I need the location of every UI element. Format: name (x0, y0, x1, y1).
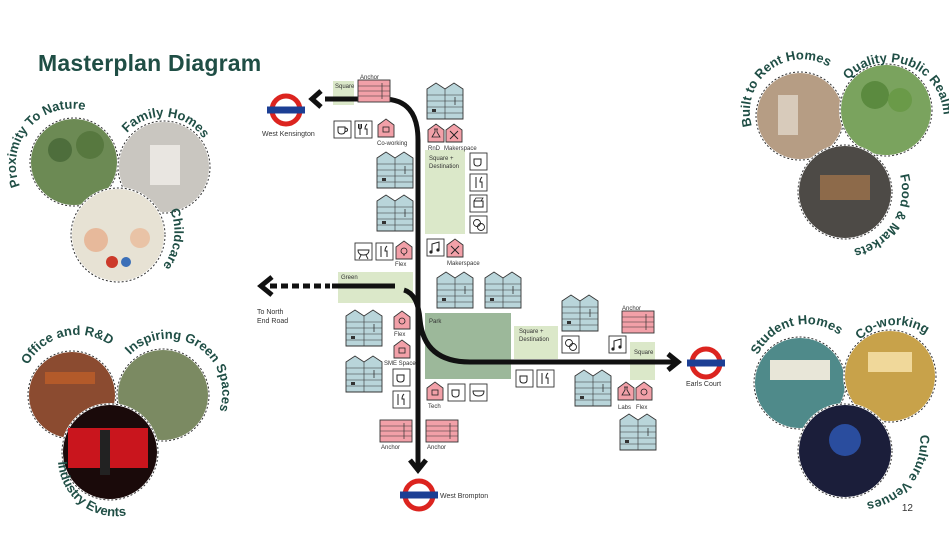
building-mid-2 (484, 271, 522, 309)
cluster-bottom-right (753, 329, 937, 499)
station-west-brompton: West Brompton (440, 493, 488, 500)
coffee-icon-5 (515, 369, 534, 388)
label-anchor-top: Anchor (360, 75, 379, 81)
arrow-north-end-road (257, 275, 274, 297)
flask-icon-2 (617, 381, 635, 401)
anchor-building-top (357, 79, 391, 103)
lightbulb-icon-3 (635, 381, 653, 401)
anchor-building-right (621, 310, 655, 334)
tools-icon (445, 123, 463, 143)
film-icon (469, 194, 488, 213)
building-sw-2 (345, 355, 383, 393)
zone-square-destination-right (514, 326, 558, 359)
building-top-center (426, 82, 464, 120)
anchor-building-bottom-center (425, 419, 459, 443)
building-left-2 (376, 194, 414, 232)
building-east-1 (561, 294, 599, 332)
underground-roundel-west-brompton (400, 481, 438, 509)
zone-label-square-nw: Square (335, 84, 355, 90)
underground-roundel-earls-court (687, 349, 725, 377)
cluster-top-right (755, 63, 933, 240)
arrow-west-brompton (408, 458, 428, 475)
underground-roundel-west-kensington (267, 96, 305, 124)
coffee-icon-4 (447, 383, 466, 402)
barbecue-icon (354, 242, 373, 261)
zone-label-square-destination-2: Destination (429, 164, 459, 170)
zone-park (425, 313, 511, 379)
flask-icon (427, 123, 445, 143)
lightbulb-icon-2 (393, 310, 411, 330)
station-west-kensington: West Kensington (262, 131, 315, 138)
office-icon (393, 339, 411, 359)
label-flex-3: Flex (636, 405, 647, 411)
route-to-earls-court (403, 287, 675, 365)
building-east-2 (574, 369, 612, 407)
zone-square-destination-top (425, 150, 465, 234)
zone-label-square-destination-1: Square + (429, 156, 454, 162)
station-earls-court: Earls Court (686, 381, 721, 388)
arrow-earls-court (666, 352, 683, 372)
label-anchor-bottom-left: Anchor (381, 445, 400, 451)
cutlery-icon (354, 120, 373, 139)
label-anchor-bottom-center: Anchor (427, 445, 446, 451)
page-title: Masterplan Diagram (38, 50, 262, 76)
coffee-icon (333, 120, 352, 139)
label-anchor-right: Anchor (622, 306, 641, 312)
zone-label-green: Green (341, 275, 358, 281)
label-rnd: RnD (428, 146, 441, 152)
zone-label-square-dest-right-1: Square + (519, 329, 544, 335)
page-number: 12 (901, 503, 913, 514)
zone-label-park: Park (429, 319, 442, 325)
cluster-bottom-left (27, 348, 210, 501)
arrow-west-kensington (308, 89, 323, 109)
tech-icon (426, 381, 444, 401)
label-labs: Labs (618, 405, 631, 411)
cluster-top-left (29, 117, 211, 283)
label-coworking: Co-working (377, 141, 407, 147)
cutlery-icon-2 (469, 173, 488, 192)
music-icon-2 (608, 335, 627, 354)
building-left-1 (376, 151, 414, 189)
building-east-3 (619, 413, 657, 451)
zone-label-square-east: Square (634, 350, 654, 356)
cutlery-icon-3 (375, 242, 394, 261)
label-makerspace-mid: Makerspace (447, 261, 480, 267)
zone-label-square-dest-right-2: Destination (519, 337, 549, 343)
anchor-building-bottom-left (379, 419, 413, 443)
coffee-icon-3 (392, 368, 411, 387)
label-tech: Tech (428, 404, 441, 410)
label-sme-space: SME Space (384, 361, 416, 367)
label-flex-1: Flex (395, 262, 406, 268)
label-makerspace-top: Makerspace (444, 146, 477, 152)
building-sw-1 (345, 309, 383, 347)
cutlery-icon-4 (392, 390, 411, 409)
coffee-icon-2 (469, 152, 488, 171)
lightbulb-icon (395, 240, 413, 260)
music-icon (426, 238, 445, 257)
label-to-north: To North (257, 309, 284, 316)
coworking-icon (377, 118, 395, 138)
barbecue-icon-2 (469, 383, 488, 402)
label-end-road: End Road (257, 318, 288, 325)
label-flex-2: Flex (394, 332, 405, 338)
cutlery-icon-5 (536, 369, 555, 388)
theatre-masks-icon (469, 215, 488, 234)
building-mid-1 (436, 271, 474, 309)
theatre-masks-icon-2 (561, 335, 580, 354)
tools-icon-2 (446, 238, 464, 258)
